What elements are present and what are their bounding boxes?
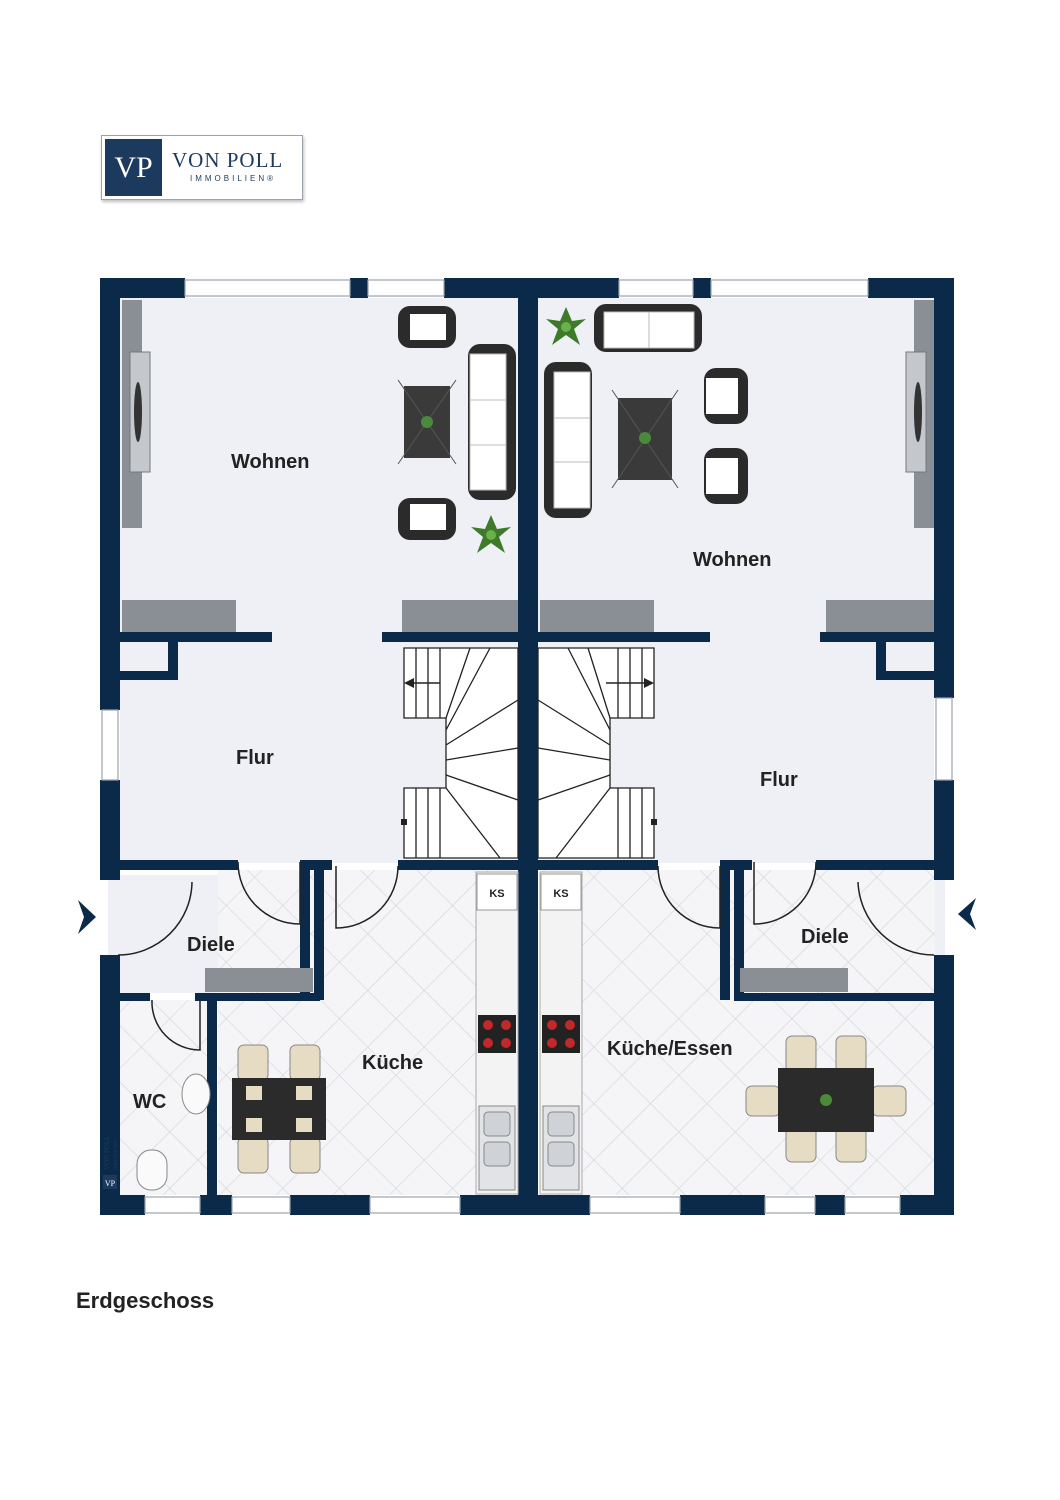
logo-name: VON POLL — [172, 148, 284, 172]
plant-icon — [471, 515, 511, 553]
door-swings — [117, 861, 935, 1051]
room-label-diele-right: Diele — [801, 926, 849, 948]
staircases — [403, 647, 655, 859]
entrance-arrow-icon — [958, 898, 976, 930]
room-label-flur-left: Flur — [236, 747, 274, 769]
living-furniture-right — [544, 304, 748, 518]
stove-icon — [478, 1015, 516, 1053]
entrance-arrow-icon — [78, 900, 96, 934]
room-label-wohnen-left: Wohnen — [231, 451, 310, 473]
living-furniture-left — [397, 306, 516, 540]
ks-label-right: KS — [553, 888, 568, 900]
logo-mark: VP — [105, 139, 162, 196]
sink-icon — [478, 1105, 516, 1191]
stair-marks — [401, 678, 657, 825]
toilet-icon — [136, 1073, 211, 1191]
kitchen-right — [539, 871, 583, 1195]
room-label-kueche-essen: Küche/Essen — [607, 1038, 733, 1060]
dining-left — [232, 1044, 326, 1174]
kitchen-left — [475, 871, 519, 1195]
watermark-mark: VP — [105, 1179, 116, 1188]
sink-icon — [542, 1105, 580, 1191]
von-poll-logo: VP VON POLL IMMOBILIEN® — [101, 135, 303, 200]
watermark-line2: IMMOBILIEN — [114, 1139, 119, 1170]
logo-sub: IMMOBILIEN® — [190, 174, 277, 183]
watermark-line1: VON POLL — [103, 1136, 111, 1170]
ks-label-left: KS — [489, 888, 504, 900]
plant-icon — [546, 307, 586, 345]
tv-icon — [122, 300, 151, 528]
stove-icon — [542, 1015, 580, 1053]
cabinets — [122, 600, 934, 992]
vertical-watermark: VP VON POLL IMMOBILIEN — [103, 1136, 119, 1189]
tv-icon — [905, 300, 934, 528]
room-label-wc: WC — [133, 1091, 166, 1113]
floor-title: Erdgeschoss — [76, 1288, 215, 1313]
room-label-diele-left: Diele — [187, 934, 235, 956]
dining-right — [745, 1035, 907, 1163]
windows — [101, 279, 953, 1214]
room-label-kueche: Küche — [362, 1052, 423, 1074]
walls — [100, 278, 954, 1215]
room-label-wohnen-right: Wohnen — [693, 549, 772, 571]
room-label-flur-right: Flur — [760, 769, 798, 791]
